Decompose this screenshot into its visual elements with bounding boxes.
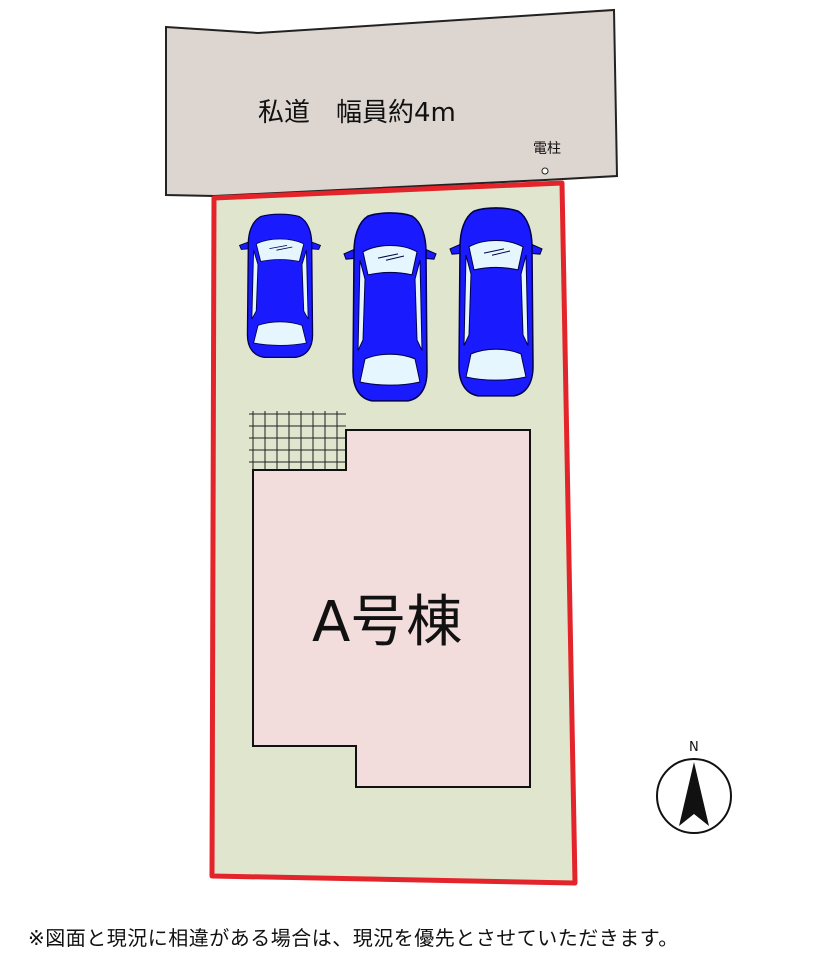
parked-car-1-icon	[238, 213, 322, 359]
disclaimer-note: ※図面と現況に相違がある場合は、現況を優先とさせていただきます。	[28, 926, 679, 950]
road-label: 私道 幅員約4m	[258, 98, 456, 128]
lawn-grid	[249, 411, 346, 470]
parked-car-2-icon	[343, 212, 437, 402]
north-compass-icon: N	[656, 740, 732, 834]
utility-pole-label: 電柱	[533, 141, 561, 157]
private-road	[165, 8, 619, 198]
parked-car-3-icon	[449, 207, 543, 397]
building-label: A号棟	[312, 590, 462, 655]
utility-pole-icon	[541, 167, 549, 175]
building-footprint	[252, 429, 531, 788]
north-label: N	[689, 740, 699, 755]
